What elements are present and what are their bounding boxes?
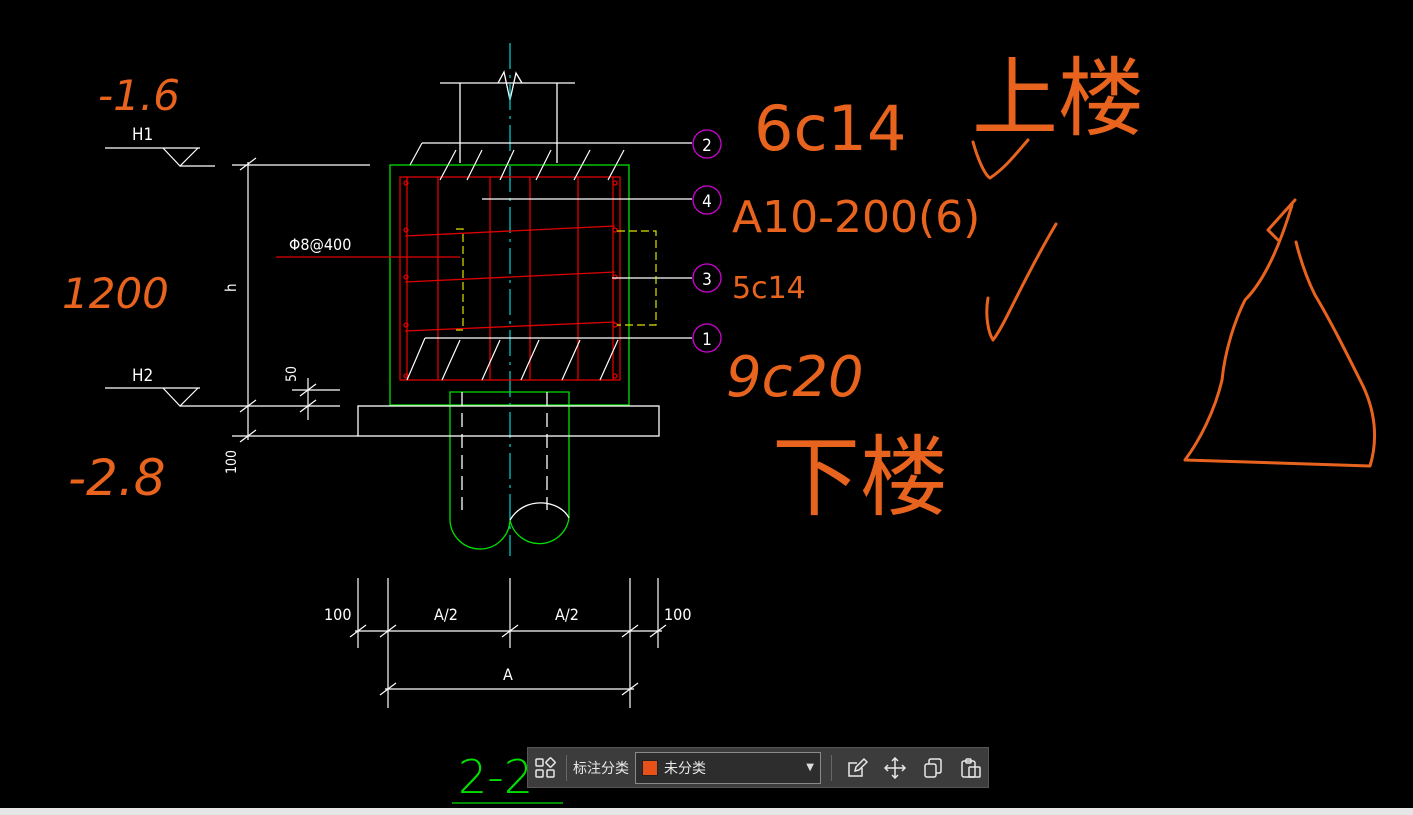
pile [461,392,570,521]
dim-50: 50 [284,366,300,382]
toolbar-actions [840,751,988,785]
hw-bar2: 6c14 [754,92,906,165]
dim-100-vertical: 100 [224,450,240,474]
hw-upper-floor: 上楼 [972,49,1144,149]
rebar-hatching [406,142,692,381]
hw-height: 1200 [62,269,169,318]
paste-icon[interactable] [954,751,988,785]
callout-1: 1 [702,330,712,350]
column-stub [440,70,575,163]
handwritten-annotations: -1.6 -2.8 1200 6c14 A10-200(6) 5c14 9c20… [62,49,1144,529]
dim-half-left: A/2 [434,605,458,624]
callout-2: 2 [702,136,712,156]
hw-bar1: 9c20 [726,345,864,410]
category-grid-icon[interactable] [528,751,562,785]
hw-elev-bottom: -2.8 [68,449,166,507]
chevron-down-icon: ▼ [806,762,814,773]
callout-4: 4 [702,192,712,212]
annotation-category-label: 标注分类 [573,760,629,777]
pile-cap-outline [389,164,630,550]
hw-elev-top: -1.6 [98,71,180,120]
copy-icon[interactable] [916,751,950,785]
category-color-swatch [642,759,658,776]
hw-bar4: A10-200(6) [732,192,980,243]
hw-lower-floor: 下楼 [772,426,948,529]
handwritten-marks [971,138,1377,468]
height-label: h [222,283,240,292]
rebar-cage [276,176,621,381]
toolbar-divider [831,754,832,781]
dim-100-left: 100 [324,605,351,624]
annotation-category-select[interactable]: 未分类 ▼ [635,751,821,784]
elevation-h2: H2 [132,366,153,386]
callouts: 2 4 3 1 [692,129,722,353]
move-icon[interactable] [878,751,912,785]
side-bar-bracket [456,228,657,331]
rebar-note: Φ8@400 [289,235,351,254]
dim-100-right: 100 [664,605,691,624]
toolbar-divider [566,754,567,781]
section-title: 2-2 [458,750,533,804]
dim-total: A [503,665,513,684]
dim-half-right: A/2 [555,605,579,624]
horizontal-dimensions [349,578,667,708]
elevation-h1: H1 [132,125,153,145]
elevation-markers [105,147,370,407]
vertical-dimensions [232,157,358,443]
annotation-toolbar: 标注分类 未分类 ▼ [527,747,989,788]
cushion-layer [357,405,660,437]
edit-icon[interactable] [840,751,874,785]
category-selected-value: 未分类 [664,760,706,777]
bottom-status-strip [0,808,1413,815]
callout-3: 3 [702,270,712,290]
hw-bar3: 5c14 [732,271,806,306]
